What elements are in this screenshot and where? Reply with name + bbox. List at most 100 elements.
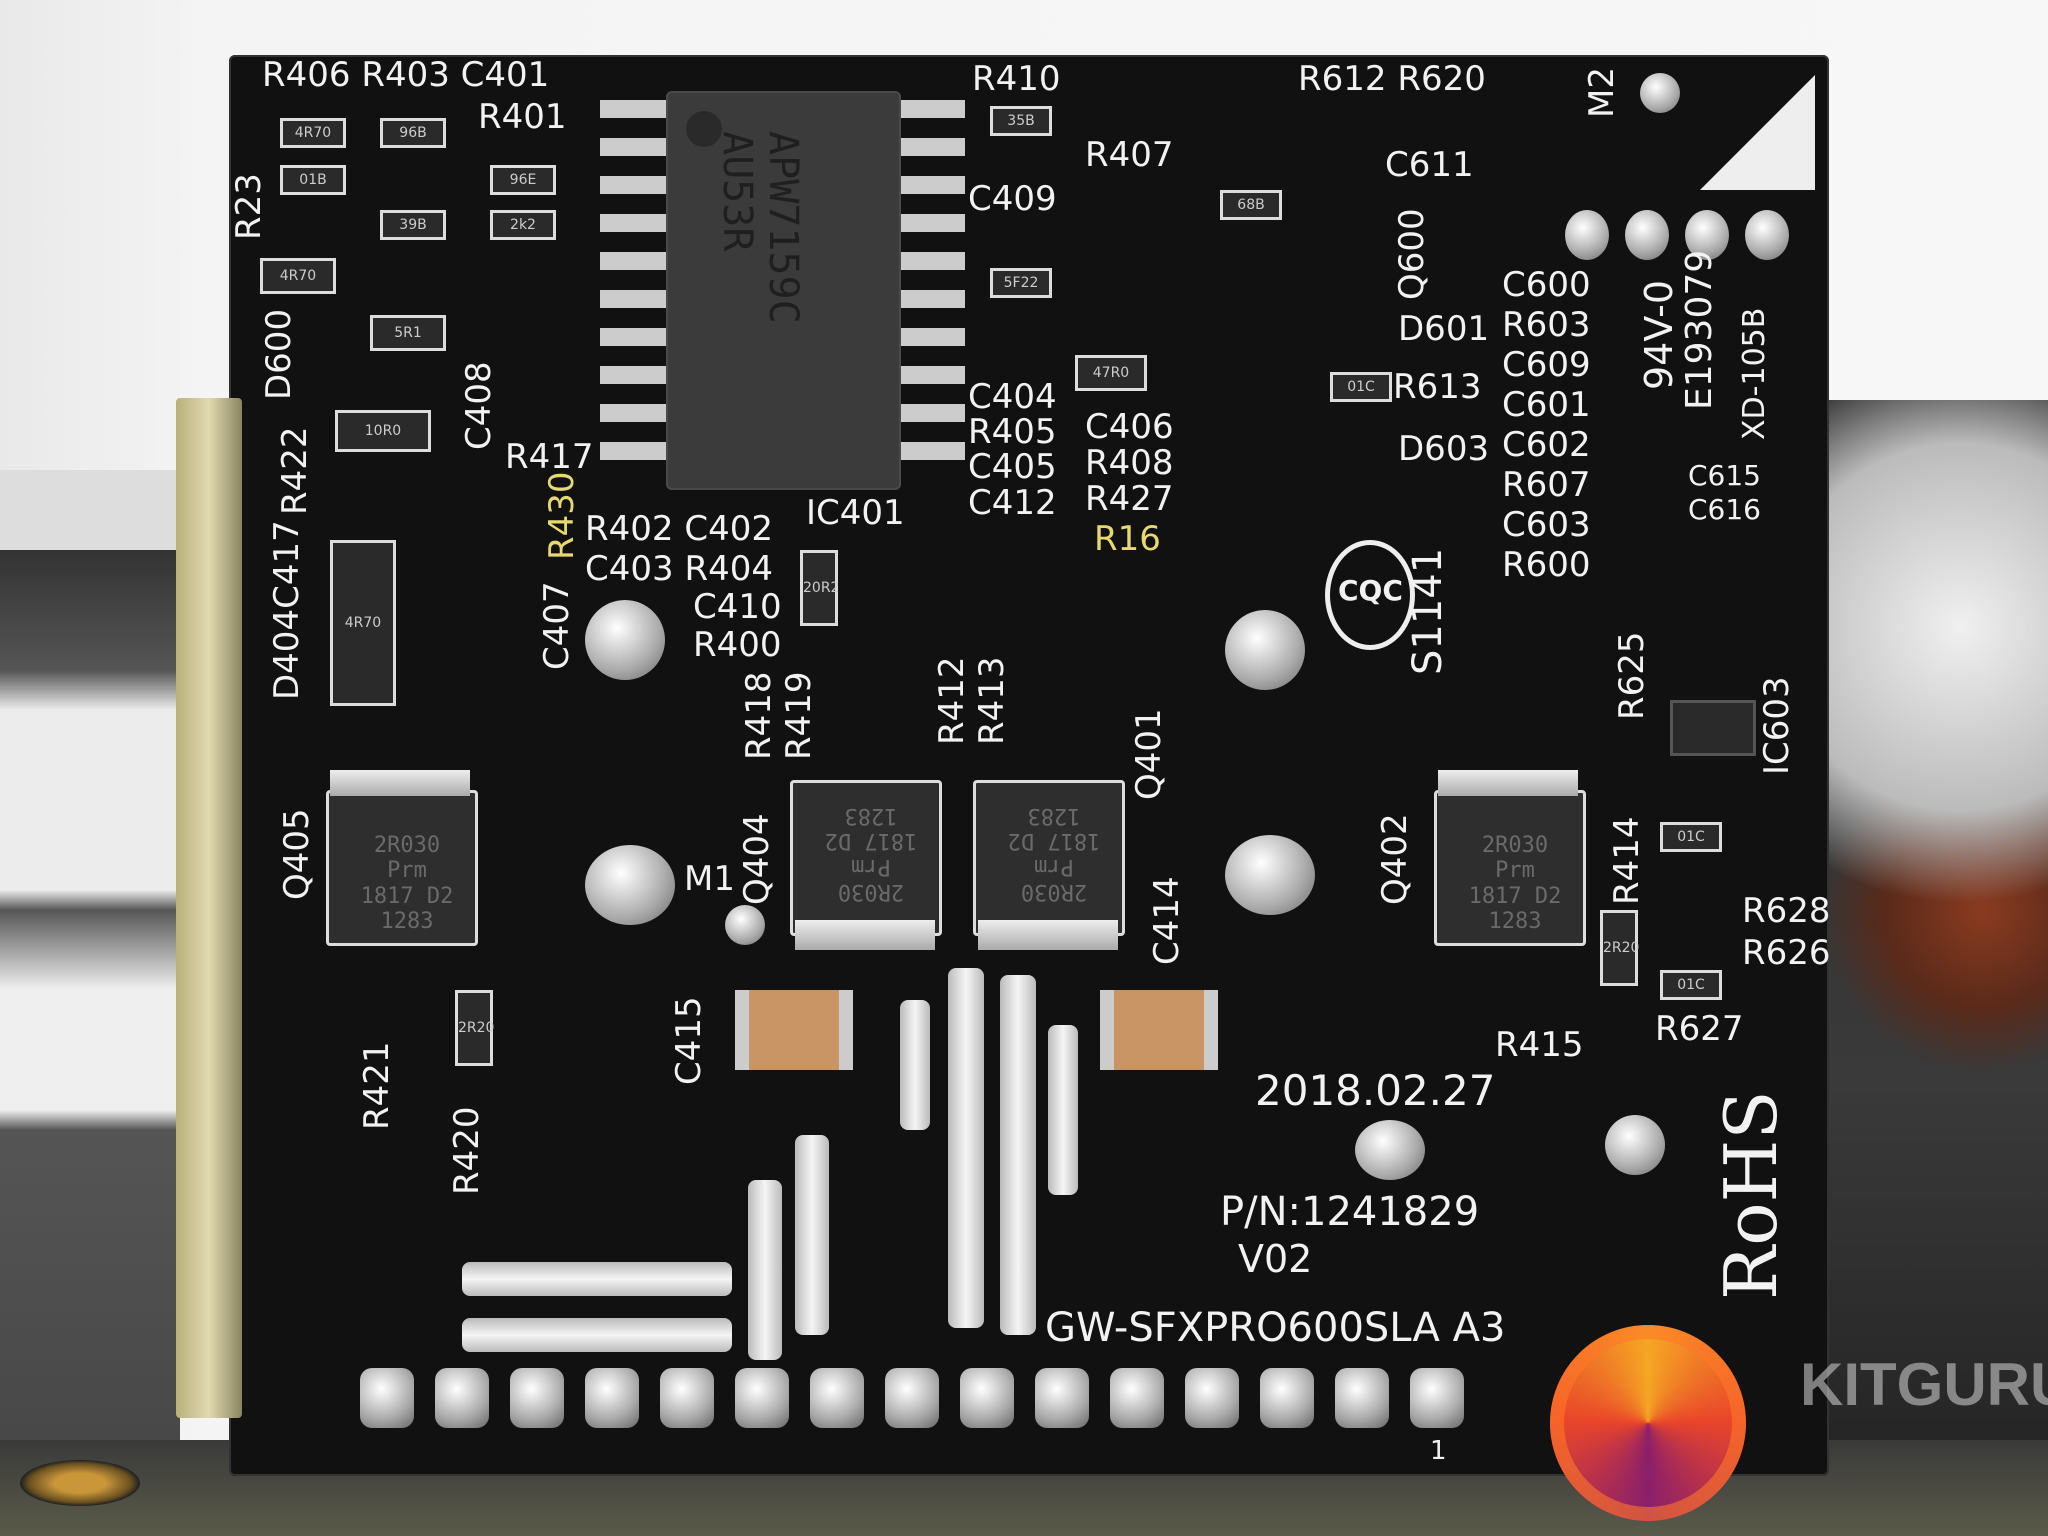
smd-resistor: 5F22 bbox=[990, 268, 1052, 298]
mosfet-marking: 2R030 bbox=[1481, 833, 1549, 858]
silk-r418: R418 bbox=[739, 671, 779, 760]
mosfet-marking: 2R030 bbox=[373, 833, 441, 858]
silk-q402: Q402 bbox=[1375, 813, 1415, 905]
mosfet-marking: Prm bbox=[851, 853, 891, 879]
smd-marking: 01B bbox=[299, 172, 327, 188]
silk-c409: C409 bbox=[968, 179, 1057, 219]
silk-c408: C408 bbox=[459, 361, 499, 450]
mosfet-q404-tab bbox=[795, 920, 935, 950]
silk-c609: C609 bbox=[1502, 345, 1591, 385]
silk-date: 2018.02.27 bbox=[1255, 1066, 1496, 1115]
smd-marking: 5R1 bbox=[394, 325, 422, 341]
mosfet-marking: 1283 bbox=[844, 803, 898, 829]
diode-d404: 4R70 bbox=[330, 540, 396, 706]
ic401-marking-line2: AU53R bbox=[714, 131, 760, 252]
silk-pin1: 1 bbox=[1430, 1436, 1447, 1466]
silk-r415: R415 bbox=[1495, 1025, 1584, 1065]
smd-resistor: 68B bbox=[1220, 190, 1282, 220]
mosfet-marking: 1817 D2 bbox=[360, 883, 454, 909]
connector-pin bbox=[1035, 1368, 1089, 1428]
silk-d600: D600 bbox=[259, 308, 299, 400]
silk-d603: D603 bbox=[1398, 429, 1490, 469]
silk-q600: Q600 bbox=[1392, 208, 1432, 300]
silk-m1: M1 bbox=[684, 859, 735, 899]
pin-pad bbox=[1565, 210, 1609, 260]
silk-r422: R422 bbox=[275, 426, 315, 515]
smd-marking: 01C bbox=[1347, 379, 1375, 395]
silk-q401: Q401 bbox=[1129, 708, 1169, 800]
mosfet-marking: 1817 D2 bbox=[1468, 883, 1562, 909]
silk-r402c402: R402 C402 bbox=[585, 509, 773, 549]
smd-marking: 01C bbox=[1677, 977, 1705, 993]
connector-pin bbox=[360, 1368, 414, 1428]
silk-r600: R600 bbox=[1502, 545, 1591, 585]
smd-resistor: 4R70 bbox=[280, 118, 346, 148]
cqc-text: CQC bbox=[1338, 574, 1403, 607]
mosfet-marking: 1283 bbox=[1027, 803, 1081, 829]
silk-r408: R408 bbox=[1085, 443, 1174, 483]
silk-r607: R607 bbox=[1502, 465, 1591, 505]
smd-resistor: 39B bbox=[380, 210, 446, 240]
ic401-chip: APW7159C AU53R bbox=[666, 91, 901, 490]
left-heatsink-area bbox=[0, 470, 180, 1536]
connector-pin bbox=[510, 1368, 564, 1428]
silk-r407: R407 bbox=[1085, 135, 1174, 175]
silk-ul-file: E193079 bbox=[1679, 249, 1720, 410]
silk-ic603: IC603 bbox=[1757, 676, 1797, 775]
silk-version: V02 bbox=[1238, 1237, 1313, 1281]
connector-pin bbox=[810, 1368, 864, 1428]
silk-r628: R628 bbox=[1742, 891, 1831, 931]
mounting-hole bbox=[20, 1460, 140, 1506]
smd-resistor: 2R20 bbox=[455, 990, 494, 1066]
silk-c615: C615 bbox=[1688, 459, 1761, 492]
silk-top-left: R406 R403 C401 bbox=[262, 55, 550, 95]
pin-pad bbox=[1625, 210, 1669, 260]
kitguru-logo bbox=[1550, 1325, 1746, 1521]
silk-r603: R603 bbox=[1502, 305, 1591, 345]
mosfet-q402-tab bbox=[1438, 770, 1578, 796]
silk-r625: R625 bbox=[1612, 631, 1652, 720]
connector-pin bbox=[585, 1368, 639, 1428]
silk-c601: C601 bbox=[1502, 385, 1591, 425]
smd-resistor: 20R2 bbox=[800, 550, 839, 626]
silk-c603: C603 bbox=[1502, 505, 1591, 545]
smd-marking: 4R70 bbox=[294, 125, 332, 141]
silk-r627: R627 bbox=[1655, 1009, 1744, 1049]
silk-r417: R417 bbox=[505, 437, 594, 477]
smd-marking: 5F22 bbox=[1003, 275, 1039, 291]
copper-trace bbox=[462, 1262, 732, 1296]
silk-c405: C405 bbox=[968, 447, 1057, 487]
connector-pin bbox=[1185, 1368, 1239, 1428]
silk-model: GW-SFXPRO600SLA A3 bbox=[1045, 1305, 1506, 1351]
capacitor-c414 bbox=[1100, 990, 1218, 1070]
silk-r427: R427 bbox=[1085, 479, 1174, 519]
smd-marking: 4R70 bbox=[279, 268, 317, 284]
silk-c415: C415 bbox=[669, 996, 709, 1085]
pin-pad bbox=[1745, 210, 1789, 260]
silk-c406: C406 bbox=[1085, 407, 1174, 447]
smd-resistor: 2k2 bbox=[490, 210, 556, 240]
connector-pin bbox=[960, 1368, 1014, 1428]
silk-r430: R430 bbox=[542, 471, 582, 560]
solder-blob bbox=[585, 845, 675, 925]
mosfet-marking: 1817 D2 bbox=[824, 828, 918, 854]
silk-c412: C412 bbox=[968, 483, 1057, 523]
smd-resistor: 47R0 bbox=[1075, 355, 1147, 391]
silk-r413: R413 bbox=[972, 656, 1012, 745]
silk-c602: C602 bbox=[1502, 425, 1591, 465]
copper-trace bbox=[795, 1135, 829, 1335]
mosfet-q401-tab bbox=[978, 920, 1118, 950]
mosfet-marking: 2R030 bbox=[1020, 879, 1088, 905]
connector-pin bbox=[735, 1368, 789, 1428]
silk-c410: C410 bbox=[693, 587, 782, 627]
mosfet-marking: Prm bbox=[1495, 858, 1535, 884]
silk-board-code: XD-105B bbox=[1737, 307, 1772, 440]
kitguru-wordmark: KITGURU bbox=[1800, 1351, 2048, 1418]
silk-d404c417: D404C417 bbox=[267, 520, 307, 700]
silk-q404: Q404 bbox=[737, 813, 777, 905]
silk-rohs: RoHS bbox=[1709, 1090, 1793, 1300]
